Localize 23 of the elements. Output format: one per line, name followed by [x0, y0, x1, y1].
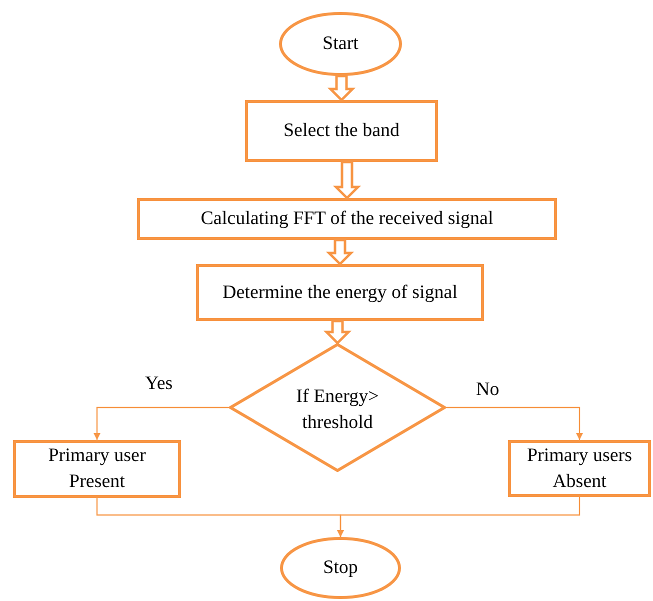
- process-box: [137, 198, 557, 240]
- block-arrow: [332, 160, 362, 200]
- process-box: [13, 440, 181, 498]
- connector-arrow: [94, 406, 229, 440]
- node-text: Stop: [322, 556, 359, 580]
- block-arrow: [326, 238, 354, 266]
- connector-arrow: [446, 406, 583, 440]
- process-box: [245, 100, 438, 162]
- node-text: Primary users Absent: [526, 444, 633, 494]
- terminal-oval: [280, 537, 401, 599]
- terminal-oval: [279, 12, 402, 76]
- node-text: Calculating FFT of the received signal: [200, 207, 494, 231]
- block-arrow: [323, 320, 352, 345]
- node-text: Start: [322, 32, 360, 56]
- block-arrow: [327, 74, 356, 102]
- process-box: [508, 440, 651, 497]
- connector-arrow: [337, 497, 580, 537]
- node-text: Primary user Present: [47, 444, 147, 494]
- node-text: Select the band: [282, 119, 401, 143]
- node-text: If Energy> threshold: [295, 384, 380, 434]
- process-box: [196, 264, 484, 321]
- decision-diamond: [229, 343, 446, 472]
- node-text: Determine the energy of signal: [222, 280, 458, 304]
